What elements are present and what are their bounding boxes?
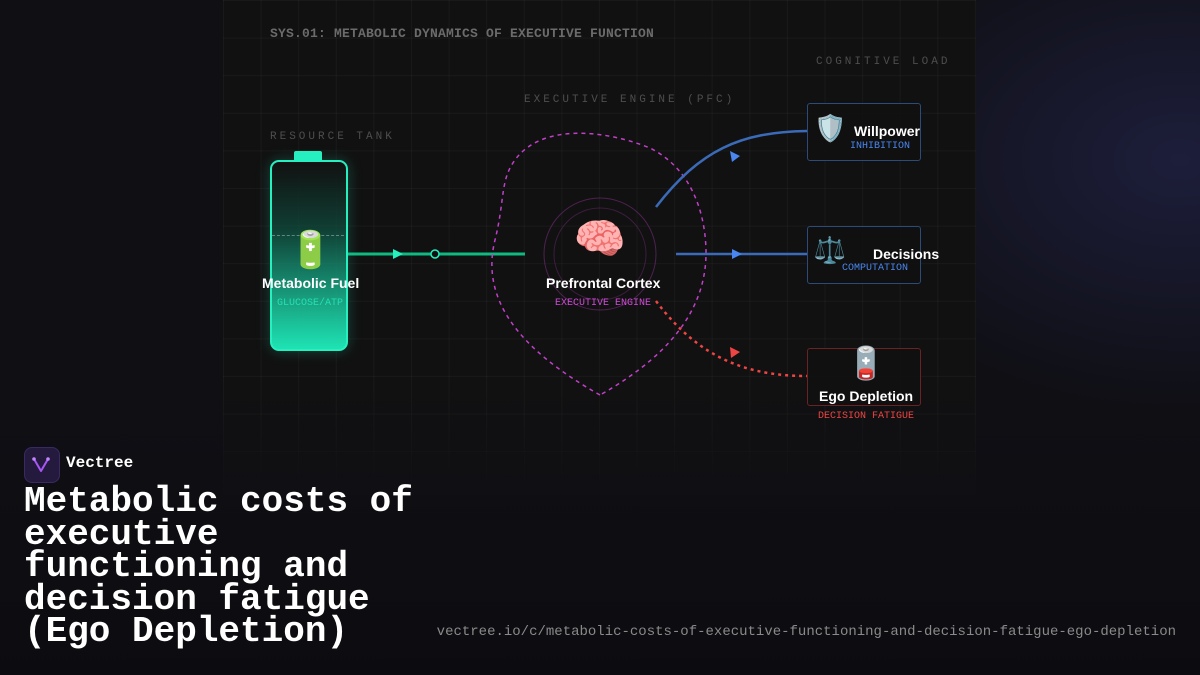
willpower-title: Willpower: [854, 123, 920, 139]
fuel-title: Metabolic Fuel: [262, 275, 360, 291]
page-url[interactable]: vectree.io/c/metabolic-costs-of-executiv…: [436, 624, 1176, 640]
low-battery-icon: 🪫: [846, 345, 886, 381]
willpower-subtitle: INHIBITION: [850, 141, 911, 152]
brain-icon: 🧠: [573, 215, 627, 262]
depletion-arrowhead: [730, 347, 740, 358]
decisions-arrowhead: [732, 249, 742, 259]
depletion-connector: [654, 300, 808, 378]
engine-title: Prefrontal Cortex: [546, 275, 661, 291]
fuel-arrowhead: [393, 249, 403, 259]
section-label-engine: EXECUTIVE ENGINE (PFC): [524, 94, 736, 106]
vectree-logo-icon: [24, 447, 60, 483]
brand-name: Vectree: [66, 454, 134, 472]
resource-tank: [270, 160, 348, 351]
decisions-title: Decisions: [873, 246, 940, 262]
engine-ring-inner: [553, 207, 647, 301]
willpower-arrowhead: [730, 151, 740, 162]
fuel-subtitle: GLUCOSE/ATP: [277, 298, 344, 309]
willpower-connector: [655, 129, 808, 208]
battery-icon: 🔋: [288, 229, 333, 270]
output-decisions: [807, 226, 921, 284]
scales-icon: ⚖️: [813, 235, 847, 265]
fuel-valve: [430, 249, 440, 259]
system-title: SYS.01: METABOLIC DYNAMICS OF EXECUTIVE …: [270, 26, 655, 41]
ego-depletion-title: Ego Depletion: [819, 388, 914, 404]
engine-ring-outer: [543, 197, 657, 311]
page-title: Metabolic costs of executive functioning…: [24, 481, 413, 652]
section-label-resource: RESOURCE TANK: [270, 131, 395, 143]
battery-cap: [294, 151, 322, 161]
engine-subtitle: EXECUTIVE ENGINE: [555, 298, 652, 309]
section-label-load: COGNITIVE LOAD: [816, 56, 951, 68]
shield-icon: 🛡️: [814, 113, 847, 143]
engine-outline: [491, 132, 707, 396]
ego-depletion-subtitle: DECISION FATIGUE: [818, 411, 915, 422]
output-willpower: [807, 103, 921, 161]
output-ego-depletion: [807, 348, 921, 406]
battery-level-line: [272, 235, 344, 236]
decisions-subtitle: COMPUTATION: [842, 263, 909, 274]
